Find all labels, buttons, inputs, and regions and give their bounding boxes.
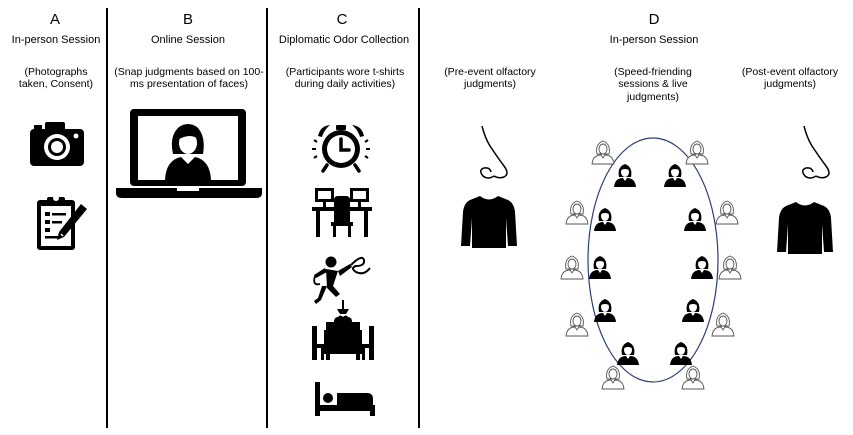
laptop-person-icon: [116, 109, 262, 198]
panel-c-title: Diplomatic Odor Collection: [278, 34, 410, 46]
dancer-ribbon-icon: [313, 256, 371, 304]
speed-friending-ring: [560, 137, 742, 390]
panel-d-letter: D: [648, 11, 660, 28]
panel-a-title: In-person Session: [11, 34, 101, 46]
desk-chair-icon: [312, 188, 372, 237]
panel-b-note: (Snap judgments based on 100-ms presenta…: [114, 66, 264, 91]
clipboard-pen-icon: [37, 195, 87, 250]
alarm-clock-icon: [312, 125, 370, 173]
nose-icon: [802, 125, 830, 179]
speed-friending-note: (Speed-friending sessions & live judgmen…: [614, 66, 692, 103]
panel-c-letter: C: [336, 11, 348, 28]
divider-b-c: [266, 8, 268, 428]
panel-a-letter: A: [49, 11, 60, 28]
nose-icon: [480, 125, 508, 179]
divider-a-b: [106, 8, 108, 428]
tshirt-icon: [777, 202, 833, 254]
camera-icon: [30, 122, 84, 166]
post-event-note: (Post-event olfactory judgments): [741, 66, 839, 91]
panel-b-letter: B: [182, 11, 193, 28]
pre-event-note: (Pre-event olfactory judgments): [444, 66, 536, 91]
divider-c-d: [418, 8, 420, 428]
panel-d-title: In-person Session: [609, 34, 699, 46]
dining-table-icon: [312, 300, 374, 360]
tshirt-icon: [461, 196, 517, 248]
bed-icon: [315, 382, 375, 416]
panel-c-note: (Participants wore t-shirts during daily…: [285, 66, 405, 91]
panel-a-note: (Photographs taken, Consent): [18, 66, 94, 91]
panel-b-title: Online Session: [151, 34, 225, 46]
